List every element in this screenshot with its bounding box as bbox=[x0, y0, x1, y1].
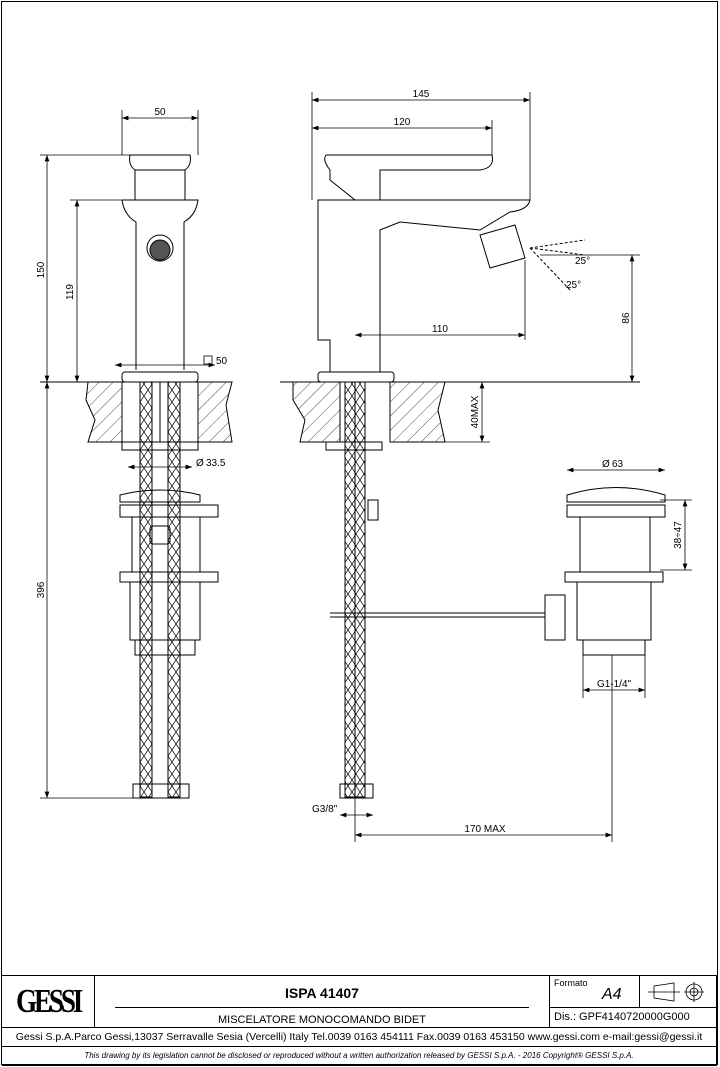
front-view bbox=[40, 154, 233, 799]
dim-handle-length: 120 bbox=[394, 117, 411, 128]
dim-front-width: 50 bbox=[154, 107, 166, 118]
gessi-logo: GESSI bbox=[2, 976, 95, 1028]
dim-waste-height: 38÷47 bbox=[673, 521, 684, 549]
dim-spout-reach: 110 bbox=[432, 324, 448, 335]
dim-waste-diameter: 63 bbox=[612, 459, 624, 470]
projection-symbol bbox=[640, 976, 717, 1008]
product-code: ISPA 41407 bbox=[285, 985, 359, 1001]
dim-hose-connection: G3/8" bbox=[312, 804, 338, 815]
copyright-disclaimer: This drawing by its legislation cannot b… bbox=[2, 1047, 717, 1066]
dim-waste-symbol: Ø bbox=[602, 459, 610, 470]
dim-total-height: 150 bbox=[36, 261, 47, 278]
company-address: Gessi S.p.A.Parco Gessi,13037 Serravalle… bbox=[2, 1028, 717, 1047]
dim-spray-height: 86 bbox=[621, 312, 632, 324]
product-description: MISCELATORE MONOCOMANDO BIDET bbox=[217, 1014, 426, 1026]
projection-icon bbox=[648, 982, 704, 1002]
side-view bbox=[280, 154, 666, 799]
title-block: GESSI ISPA 41407 MISCELATORE MONOCOMANDO… bbox=[2, 975, 717, 1066]
dim-waste-thread: G1-1/4" bbox=[597, 679, 632, 690]
format-cell: Formato A4 bbox=[550, 976, 640, 1008]
dim-base-square: 50 bbox=[216, 356, 228, 367]
dim-below-deck: 396 bbox=[36, 581, 47, 598]
dim-spout-height: 119 bbox=[65, 284, 76, 300]
dimension-lines bbox=[40, 92, 692, 842]
format-value: A4 bbox=[602, 986, 622, 1003]
dim-deck-thickness: 40MAX bbox=[470, 395, 481, 428]
dim-hole-symbol: Ø bbox=[196, 458, 204, 469]
dim-angle-down: 25° bbox=[566, 280, 581, 291]
dim-hole-diameter: 33.5 bbox=[206, 458, 226, 469]
drawing-number: Dis.: GPF4140720000G000 bbox=[550, 1008, 717, 1028]
title-cell: ISPA 41407 MISCELATORE MONOCOMANDO BIDET bbox=[95, 976, 550, 1028]
dimension-labels: 50 150 119 396 50 Ø 33.5 145 120 110 86 … bbox=[36, 89, 684, 835]
dim-total-length: 145 bbox=[413, 89, 430, 100]
dim-hose-reach: 170 MAX bbox=[464, 824, 505, 835]
dim-angle-up: 25° bbox=[575, 256, 590, 267]
